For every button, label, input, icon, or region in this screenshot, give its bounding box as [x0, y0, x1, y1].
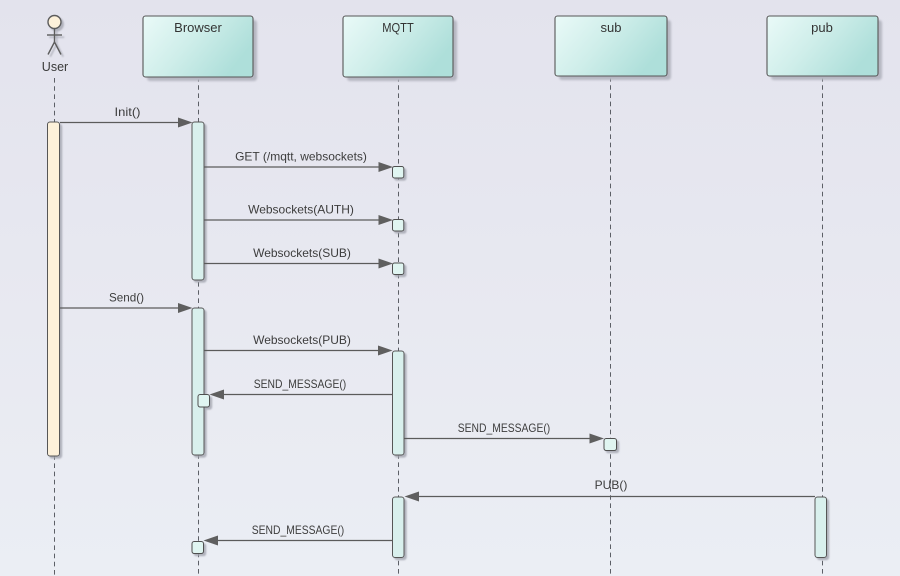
svg-text:Websockets(SUB): Websockets(SUB): [253, 246, 351, 260]
svg-text:SEND_MESSAGE(): SEND_MESSAGE(): [254, 377, 347, 391]
svg-text:Websockets(AUTH): Websockets(AUTH): [248, 203, 354, 217]
svg-text:SEND_MESSAGE(): SEND_MESSAGE(): [252, 523, 345, 537]
svg-text:sub: sub: [601, 20, 622, 35]
svg-text:Init(): Init(): [115, 105, 141, 119]
svg-text:pub: pub: [811, 20, 833, 35]
svg-text:PUB(): PUB(): [595, 478, 628, 492]
svg-text:SEND_MESSAGE(): SEND_MESSAGE(): [458, 421, 551, 435]
svg-text:Browser: Browser: [174, 20, 222, 35]
svg-text:Send(): Send(): [109, 291, 144, 305]
svg-text:Websockets(PUB): Websockets(PUB): [253, 333, 351, 347]
svg-text:GET (/mqtt, websockets): GET (/mqtt, websockets): [235, 150, 367, 164]
svg-text:User: User: [42, 60, 68, 74]
svg-text:MQTT: MQTT: [382, 20, 414, 35]
